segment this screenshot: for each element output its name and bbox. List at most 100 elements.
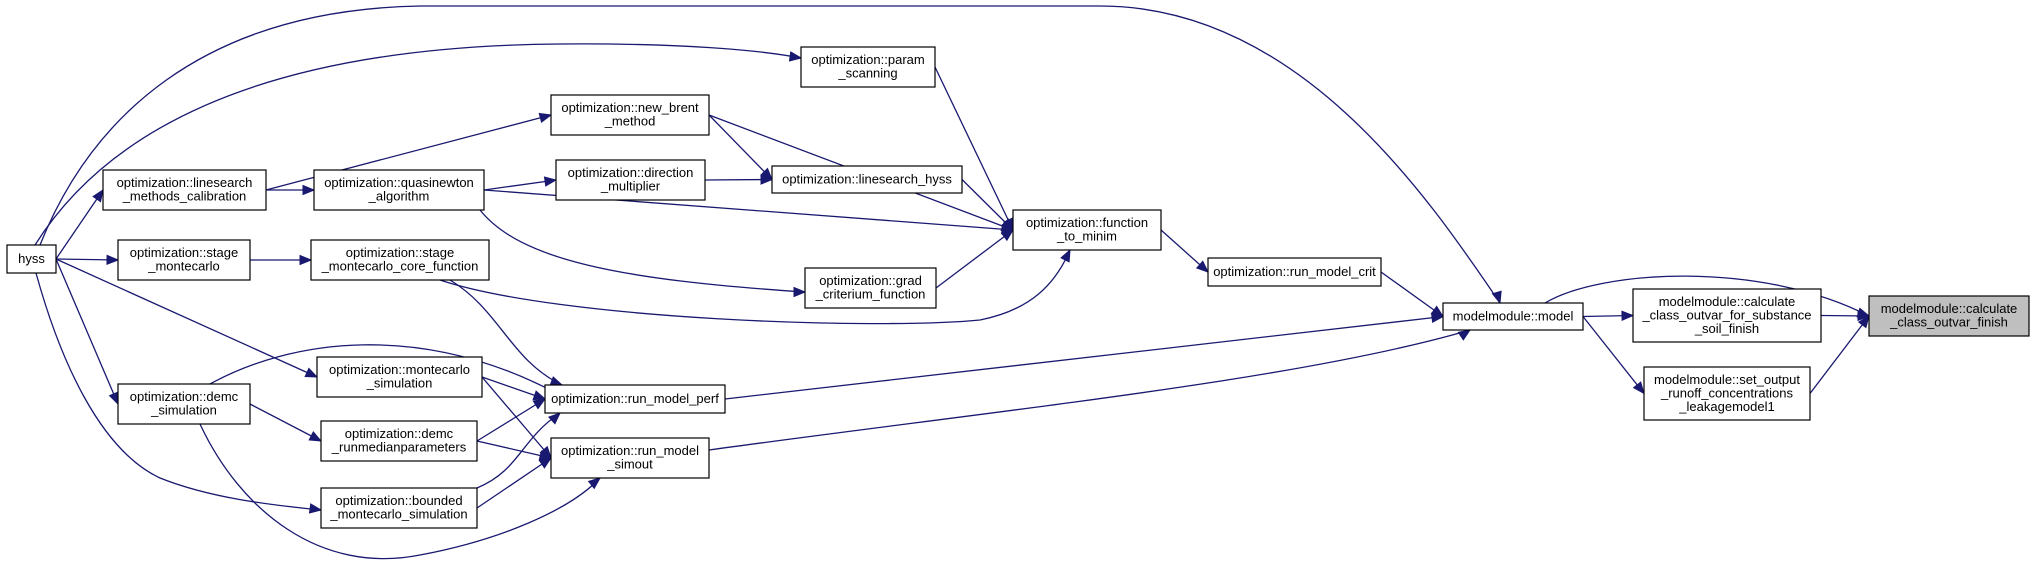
node-calc_outvar_finish[interactable]: modelmodule::calculate_class_outvar_fini…	[1868, 295, 2030, 337]
edge-montecarlo_simulation-to-run_model_perf	[481, 376, 547, 401]
node-label: hyss	[18, 251, 45, 266]
node-demc_simulation[interactable]: optimization::demc_simulation	[117, 383, 251, 425]
node-bounded_montecarlo_simulation[interactable]: optimization::bounded_montecarlo_simulat…	[320, 487, 478, 529]
node-label: _simulation	[150, 403, 217, 418]
node-label: optimization::param	[811, 52, 924, 67]
node-linesearch_methods_calibration[interactable]: optimization::linesearch_methods_calibra…	[102, 169, 267, 211]
node-label: modelmodule::calculate	[1659, 294, 1796, 309]
arrowhead-icon	[1000, 229, 1015, 242]
node-box	[6, 244, 57, 274]
node-label: optimization::run_model_crit	[1213, 264, 1376, 279]
arrowhead-icon	[1430, 312, 1445, 324]
arrowhead-icon	[1457, 329, 1472, 341]
node-box	[1012, 209, 1162, 251]
node-montecarlo_simulation[interactable]: optimization::montecarlo_simulation	[316, 356, 483, 398]
node-label: optimization::run_model_perf	[551, 391, 719, 406]
arrowhead-icon	[308, 503, 323, 514]
edge-demc_runmedianparameters-to-run_model_simout	[476, 440, 553, 461]
node-label: _multiplier	[600, 179, 661, 194]
arrowhead-icon	[1001, 218, 1014, 231]
node-label: _simulation	[366, 376, 433, 391]
node-label: optimization::function	[1026, 215, 1148, 230]
arrowhead-icon	[1060, 248, 1071, 263]
node-box	[550, 94, 710, 136]
edge-line	[1582, 316, 1645, 394]
edge-line	[476, 412, 561, 489]
edge-line	[1380, 271, 1444, 318]
edge-line	[209, 344, 561, 396]
edge-line	[35, 272, 322, 511]
edge-line	[199, 423, 601, 560]
arrowhead-icon	[302, 184, 316, 196]
node-label: _leakagemodel1	[1678, 399, 1774, 414]
node-label: _montecarlo_core_function	[321, 259, 479, 274]
node-stage_montecarlo[interactable]: optimization::stage_montecarlo	[117, 239, 251, 281]
arrowhead-icon	[532, 398, 547, 410]
node-run_model_perf[interactable]: optimization::run_model_perf	[544, 384, 726, 414]
edge-line	[55, 189, 104, 260]
node-quasinewton_algorithm[interactable]: optimization::quasinewton_algorithm	[313, 169, 485, 211]
node-linesearch_hyss[interactable]: optimization::linesearch_hyss	[771, 165, 963, 194]
node-label: _to_minim	[1056, 229, 1117, 244]
edge-line	[55, 258, 119, 405]
node-box	[550, 437, 710, 479]
edge-line	[476, 457, 552, 509]
edge-stage_montecarlo-to-stage_montecarlo_core_function	[250, 254, 313, 266]
edge-new_brent_method-to-linesearch_hyss	[708, 114, 773, 181]
edge-line	[1809, 315, 1870, 394]
node-label: _methods_calibration	[122, 189, 247, 204]
arrowhead-icon	[793, 286, 807, 298]
edge-run_model_simout-to-model	[708, 329, 1472, 451]
node-label: _criterium_function	[815, 287, 926, 302]
node-box	[313, 169, 485, 211]
arrowhead-icon	[538, 112, 553, 123]
node-box	[800, 46, 936, 88]
edge-run_model_crit-to-model	[1380, 271, 1445, 318]
arrowhead-icon	[308, 431, 323, 442]
node-label: optimization::new_brent	[561, 100, 699, 115]
edge-line	[935, 229, 1014, 289]
node-label: optimization::montecarlo	[329, 362, 470, 377]
node-direction_multiplier[interactable]: optimization::direction_multiplier	[555, 159, 706, 201]
node-label: optimization::run_model	[561, 443, 699, 458]
edge-quasinewton_algorithm-to-direction_multiplier	[483, 176, 558, 191]
edge-line	[479, 209, 806, 293]
node-param_scanning[interactable]: optimization::param_scanning	[800, 46, 936, 88]
node-label: _simout	[606, 457, 653, 472]
arrowhead-icon	[299, 254, 313, 266]
node-label: _method	[604, 114, 656, 129]
node-set_output_runoff[interactable]: modelmodule::set_output_runoff_concentra…	[1643, 366, 1811, 421]
arrowhead-icon	[1857, 314, 1870, 329]
node-box	[1868, 295, 2030, 337]
node-box	[544, 384, 726, 414]
node-label: _runmedianparameters	[331, 440, 467, 455]
node-new_brent_method[interactable]: optimization::new_brent_method	[550, 94, 710, 136]
node-label: _montecarlo	[147, 259, 220, 274]
node-label: optimization::quasinewton	[324, 175, 474, 190]
edge-line	[476, 440, 552, 459]
node-demc_runmedianparameters[interactable]: optimization::demc_runmedianparameters	[320, 420, 478, 462]
node-box	[1442, 302, 1584, 331]
node-run_model_simout[interactable]: optimization::run_model_simout	[550, 437, 710, 479]
edge-direction_multiplier-to-linesearch_hyss	[704, 174, 774, 185]
edge-line	[439, 249, 1071, 325]
node-label: _class_outvar_finish	[1889, 315, 2008, 330]
node-calc_outvar_substance[interactable]: modelmodule::calculate_class_outvar_for_…	[1632, 288, 1822, 343]
node-hyss[interactable]: hyss	[6, 244, 57, 274]
edge-quasinewton_algorithm-to-grad_criterium_function	[479, 209, 807, 298]
edge-demc_runmedianparameters-to-run_model_perf	[476, 398, 547, 442]
node-label: _algorithm	[368, 189, 430, 204]
node-function_to_minim[interactable]: optimization::function_to_minim	[1012, 209, 1162, 251]
edge-line	[1544, 275, 1870, 317]
node-box	[310, 239, 490, 281]
node-model[interactable]: modelmodule::model	[1442, 302, 1584, 331]
node-label: optimization::bounded	[335, 493, 462, 508]
node-box	[102, 169, 267, 211]
node-label: optimization::demc	[345, 426, 454, 441]
node-run_model_crit[interactable]: optimization::run_model_crit	[1207, 257, 1382, 287]
edge-hyss-to-demc_simulation	[55, 258, 119, 406]
node-grad_criterium_function[interactable]: optimization::grad_criterium_function	[804, 267, 937, 309]
node-box	[316, 356, 483, 398]
node-stage_montecarlo_core_function[interactable]: optimization::stage_montecarlo_core_func…	[310, 239, 490, 281]
